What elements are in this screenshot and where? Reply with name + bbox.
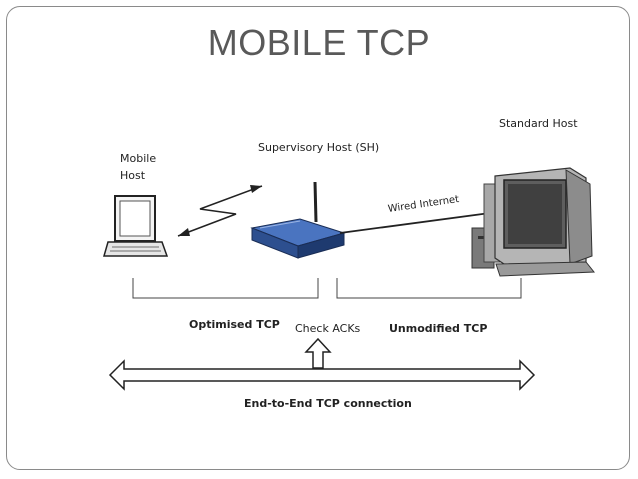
optimised-tcp-bracket <box>132 278 319 299</box>
desktop-computer-icon <box>471 167 596 277</box>
check-acks-arrow <box>304 337 332 369</box>
slide-title: MOBILE TCP <box>207 22 431 63</box>
wireless-link <box>177 185 263 237</box>
end-to-end-arrow <box>108 359 536 391</box>
unmodified-tcp-label: Unmodified TCP <box>389 322 488 335</box>
mobile-host-label-line1: Mobile <box>120 152 157 165</box>
optimised-tcp-label: Optimised TCP <box>189 318 280 331</box>
standard-host-label: Standard Host <box>499 117 578 130</box>
laptop-icon <box>103 195 169 257</box>
supervisory-host-label: Supervisory Host (SH) <box>258 141 380 154</box>
end-to-end-label: End-to-End TCP connection <box>244 397 412 410</box>
mobile-host-label-line2: Host <box>120 169 146 183</box>
router-icon <box>250 181 346 259</box>
mobile-host-label: Mobile Host <box>120 150 156 184</box>
wired-internet-line <box>339 212 491 234</box>
unmodified-tcp-bracket <box>336 278 522 299</box>
check-acks-label: Check ACKs <box>295 322 361 335</box>
